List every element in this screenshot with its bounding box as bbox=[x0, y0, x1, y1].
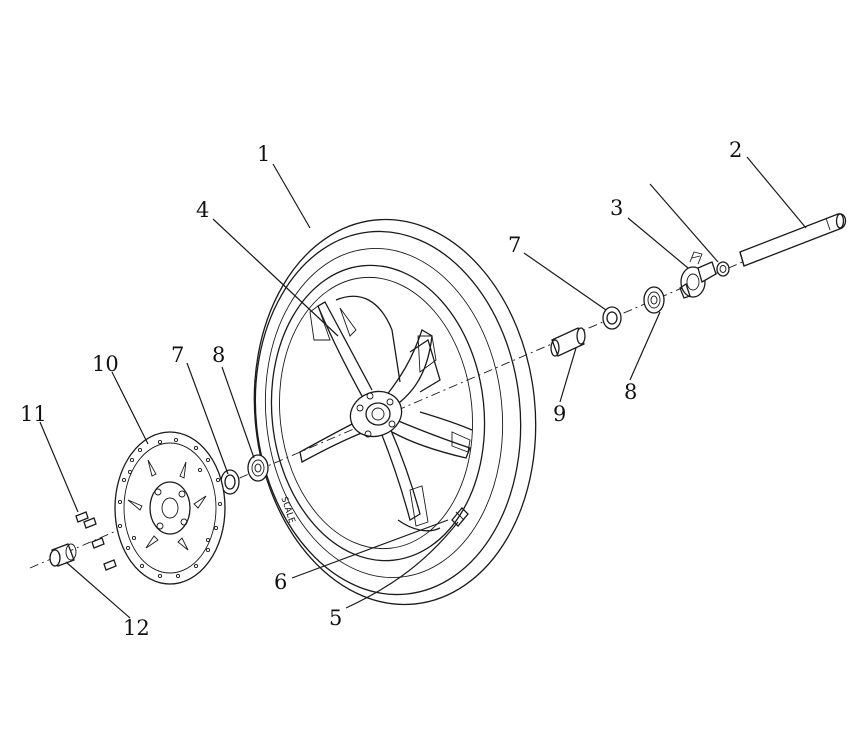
callout-11: 11 bbox=[20, 402, 47, 426]
callout-8-left: 8 bbox=[212, 343, 226, 367]
callout-1: 1 bbox=[257, 142, 271, 166]
wheel-spokes bbox=[299, 295, 473, 532]
rim bbox=[270, 264, 486, 562]
callout-9: 9 bbox=[553, 402, 567, 426]
callout-6: 6 bbox=[274, 570, 288, 594]
leader-lines bbox=[39, 156, 807, 619]
disc-holes bbox=[117, 437, 223, 579]
axle bbox=[716, 213, 847, 277]
callout-3: 3 bbox=[610, 196, 624, 220]
callout-7-right: 7 bbox=[508, 233, 522, 257]
callout-4: 4 bbox=[196, 198, 210, 222]
oil-seal-right bbox=[602, 306, 622, 330]
tire-valve bbox=[451, 507, 469, 527]
callout-12: 12 bbox=[123, 616, 150, 640]
callout-5: 5 bbox=[329, 606, 343, 630]
speedometer-drive bbox=[679, 251, 717, 299]
oil-seal-left bbox=[220, 469, 240, 495]
callout-10: 10 bbox=[92, 352, 119, 376]
callout-2: 2 bbox=[729, 138, 743, 162]
collar bbox=[49, 543, 77, 567]
wheel-hub bbox=[349, 390, 403, 438]
callout-8-right: 8 bbox=[624, 380, 638, 404]
callout-7-left: 7 bbox=[171, 343, 185, 367]
bearing-right bbox=[643, 286, 665, 314]
disc-bolts bbox=[75, 511, 117, 571]
brake-disc bbox=[114, 431, 226, 585]
spacer-sleeve bbox=[550, 327, 586, 357]
bearing-left bbox=[247, 454, 269, 482]
